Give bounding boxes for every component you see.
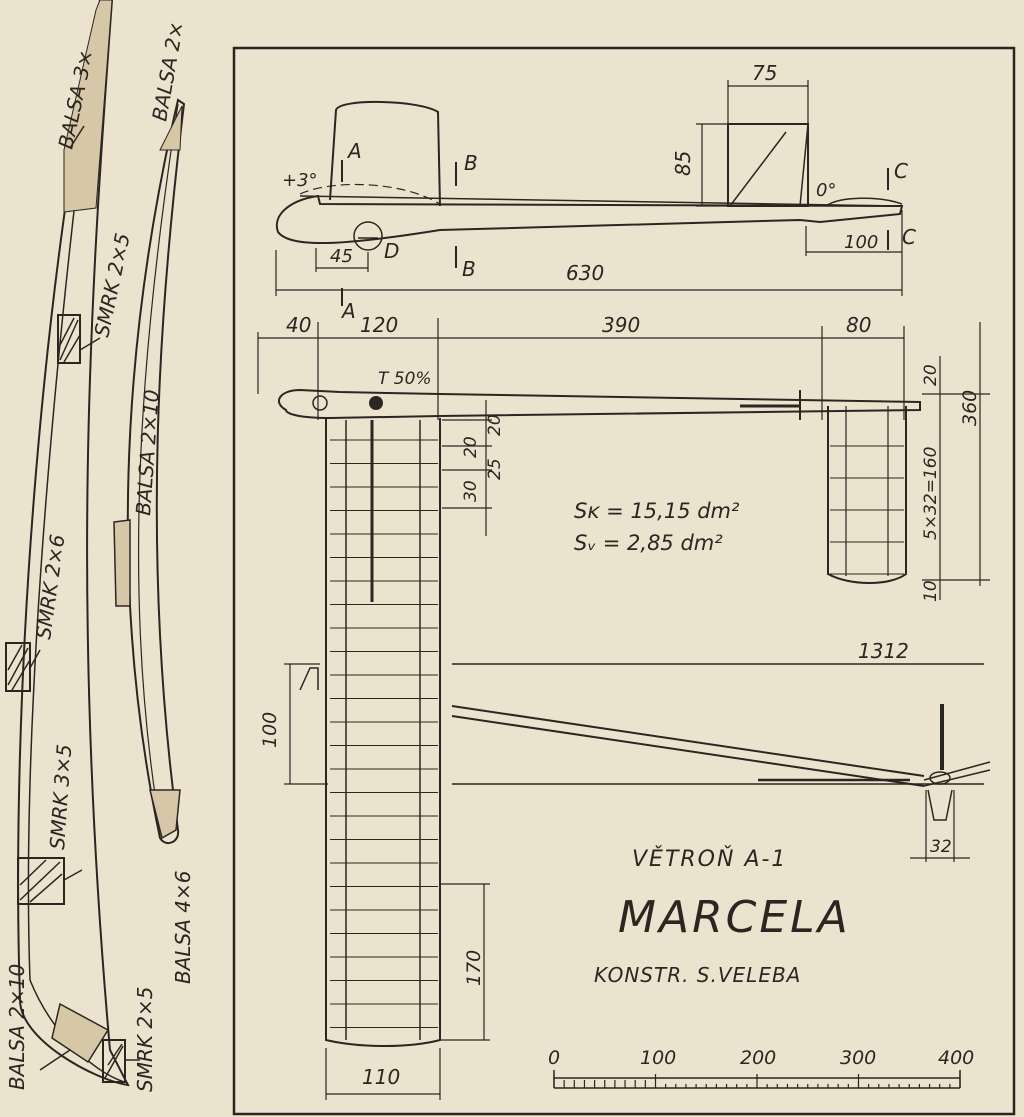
dim-20-b: 20 bbox=[461, 436, 481, 458]
top-view-stab bbox=[284, 322, 990, 1100]
dim-25: 25 bbox=[485, 458, 505, 480]
wing-ribs bbox=[330, 439, 438, 1028]
side-view bbox=[275, 80, 904, 306]
stab-ribs bbox=[830, 445, 904, 575]
section-b-top: B bbox=[464, 151, 478, 175]
dim-85: 85 bbox=[671, 151, 695, 176]
dim-40: 40 bbox=[286, 313, 311, 337]
dim-75: 75 bbox=[752, 61, 777, 85]
dim-10: 10 bbox=[921, 580, 941, 602]
dim-630: 630 bbox=[566, 261, 604, 285]
section-c-bottom: C bbox=[902, 225, 916, 249]
wing-area: Sĸ = 15,15 dm² bbox=[574, 499, 740, 523]
scale-400: 400 bbox=[938, 1047, 974, 1069]
section-a-bottom: A bbox=[340, 299, 356, 323]
dim-170: 170 bbox=[463, 950, 485, 986]
section-c-top: C bbox=[894, 159, 908, 183]
stab-area: Sᵥ = 2,85 dm² bbox=[574, 531, 723, 555]
dim-100-top: 100 bbox=[259, 712, 281, 748]
stab-section-right bbox=[113, 98, 186, 845]
top-view bbox=[257, 318, 921, 1047]
section-b-bottom: B bbox=[462, 257, 476, 281]
dim-80: 80 bbox=[846, 313, 871, 337]
front-view-labels: 1312 32 bbox=[858, 639, 952, 857]
dim-360: 360 bbox=[959, 390, 981, 426]
scale-labels: 0 100 200 300 400 bbox=[548, 1047, 974, 1069]
title-designer: KONSTR. S.VELEBA bbox=[594, 963, 801, 987]
dim-45: 45 bbox=[330, 246, 353, 267]
dim-100-side: 100 bbox=[844, 232, 878, 253]
dim-120: 120 bbox=[360, 313, 398, 337]
drawing-frame bbox=[232, 46, 1016, 1116]
cg-position: T 50% bbox=[378, 369, 432, 389]
scale-300: 300 bbox=[840, 1047, 876, 1069]
section-a-top: A bbox=[346, 139, 362, 163]
side-view-labels: 75 85 +3° A A B B C C D 0° 45 100 630 bbox=[282, 61, 916, 323]
balsa-trailing-edge bbox=[51, 1002, 110, 1064]
scale-100: 100 bbox=[640, 1047, 676, 1069]
spar-1 bbox=[57, 314, 81, 364]
scale-bar bbox=[553, 1070, 961, 1089]
dim-20-a: 20 bbox=[485, 414, 505, 436]
top-view-labels: 40 120 390 80 T 50% 20 25 20 30 20 360 5… bbox=[259, 313, 981, 1089]
dim-20-stab: 20 bbox=[921, 364, 941, 386]
title-type: VĚTROŇ A-1 bbox=[632, 846, 787, 872]
dim-5x32: 5×32=160 bbox=[921, 447, 941, 540]
label-balsa-4x6: BALSA 4×6 bbox=[171, 871, 195, 985]
dim-110: 110 bbox=[362, 1065, 400, 1089]
incidence-wing: +3° bbox=[282, 170, 318, 191]
dim-390: 390 bbox=[602, 313, 640, 337]
front-view bbox=[451, 663, 991, 862]
scale-200: 200 bbox=[740, 1047, 776, 1069]
tow-hook-d: D bbox=[384, 239, 399, 263]
wing-section-left bbox=[5, 0, 140, 1087]
scale-0: 0 bbox=[548, 1047, 560, 1069]
label-smrk-2x5-b: SMRK 2×5 bbox=[133, 986, 157, 1092]
balsa-leading-edge bbox=[63, 0, 113, 213]
spar-3 bbox=[17, 857, 65, 905]
dim-1312: 1312 bbox=[858, 639, 909, 663]
spar-4 bbox=[102, 1039, 126, 1083]
areas: Sĸ = 15,15 dm² Sᵥ = 2,85 dm² bbox=[574, 499, 740, 555]
title-block: VĚTROŇ A-1 MARCELA KONSTR. S.VELEBA bbox=[594, 846, 851, 987]
title-name: MARCELA bbox=[618, 892, 851, 943]
incidence-stab: 0° bbox=[816, 180, 836, 201]
label-balsa-2x10: BALSA 2×10 bbox=[5, 964, 29, 1090]
dim-32: 32 bbox=[930, 837, 952, 857]
dim-30: 30 bbox=[461, 480, 481, 502]
